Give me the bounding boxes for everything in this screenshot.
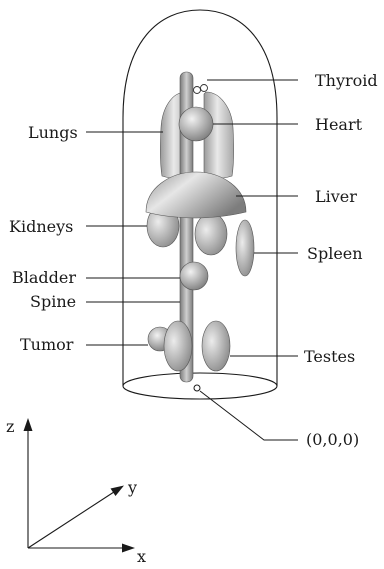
label-heart: Heart: [315, 115, 363, 134]
axis-label-y: y: [127, 478, 137, 497]
thyroid-lobe-right: [201, 85, 208, 92]
origin-point: [194, 385, 200, 391]
label-spleen: Spleen: [307, 244, 363, 263]
spleen: [236, 220, 254, 276]
x-axis-arrowhead: [122, 544, 135, 553]
left-testis: [164, 321, 192, 371]
thyroid-lobe-left: [194, 87, 201, 94]
bladder: [180, 262, 208, 290]
z-axis-arrowhead: [24, 418, 33, 431]
heart: [179, 107, 213, 141]
axis-label-x: x: [137, 547, 146, 564]
label-bladder: Bladder: [12, 268, 76, 287]
y-axis: [28, 490, 117, 548]
axis-label-z: z: [6, 417, 14, 436]
label-thyroid: Thyroid: [315, 71, 378, 90]
label-tumor: Tumor: [20, 335, 74, 354]
label-liver: Liver: [315, 187, 357, 206]
label-testes: Testes: [304, 347, 355, 366]
phantom-base-ellipse: [123, 373, 277, 399]
label-lungs: Lungs: [28, 123, 78, 142]
right-testis: [202, 321, 230, 371]
label-spine: Spine: [30, 292, 76, 311]
label-kidneys: Kidneys: [9, 217, 73, 236]
label-origin: (0,0,0): [306, 430, 359, 449]
coordinate-axes: [24, 418, 136, 553]
y-axis-arrowhead: [111, 486, 125, 497]
liver: [146, 172, 246, 218]
right-kidney: [195, 213, 227, 255]
